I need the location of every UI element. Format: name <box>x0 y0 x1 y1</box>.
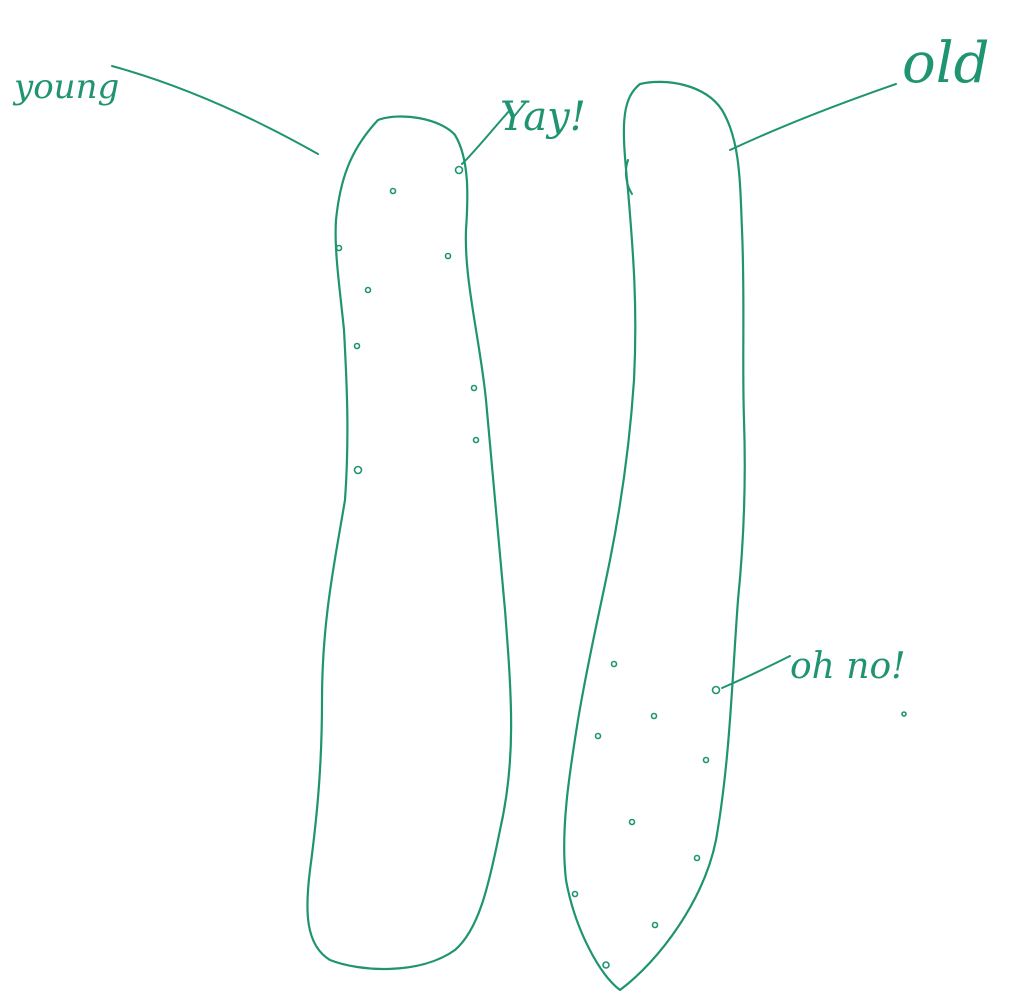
speck <box>366 288 371 293</box>
speck <box>596 734 601 739</box>
speck <box>653 923 658 928</box>
old-shape-specks <box>573 662 907 969</box>
speck <box>573 892 578 897</box>
young-pointer-line <box>112 66 318 154</box>
speck <box>704 758 709 763</box>
young-shape-specks <box>337 167 479 474</box>
young-shape-outline <box>307 116 511 969</box>
speck <box>902 712 906 716</box>
speck <box>603 962 609 968</box>
speck <box>446 254 451 259</box>
label-yay: Yay! <box>500 94 586 140</box>
label-young: young <box>12 67 119 107</box>
speck <box>713 687 720 694</box>
label-oh-no: oh no! <box>790 646 906 687</box>
speck <box>474 438 479 443</box>
speck <box>391 189 396 194</box>
speck <box>630 820 635 825</box>
speck <box>652 714 657 719</box>
label-old: old <box>902 31 989 96</box>
old-pointer-line <box>730 84 896 150</box>
speck <box>337 246 342 251</box>
old-shape-outline <box>564 82 745 990</box>
speck <box>612 662 617 667</box>
speck <box>695 856 700 861</box>
speck <box>355 467 362 474</box>
speck <box>355 344 360 349</box>
speck <box>456 167 463 174</box>
speck <box>472 386 477 391</box>
